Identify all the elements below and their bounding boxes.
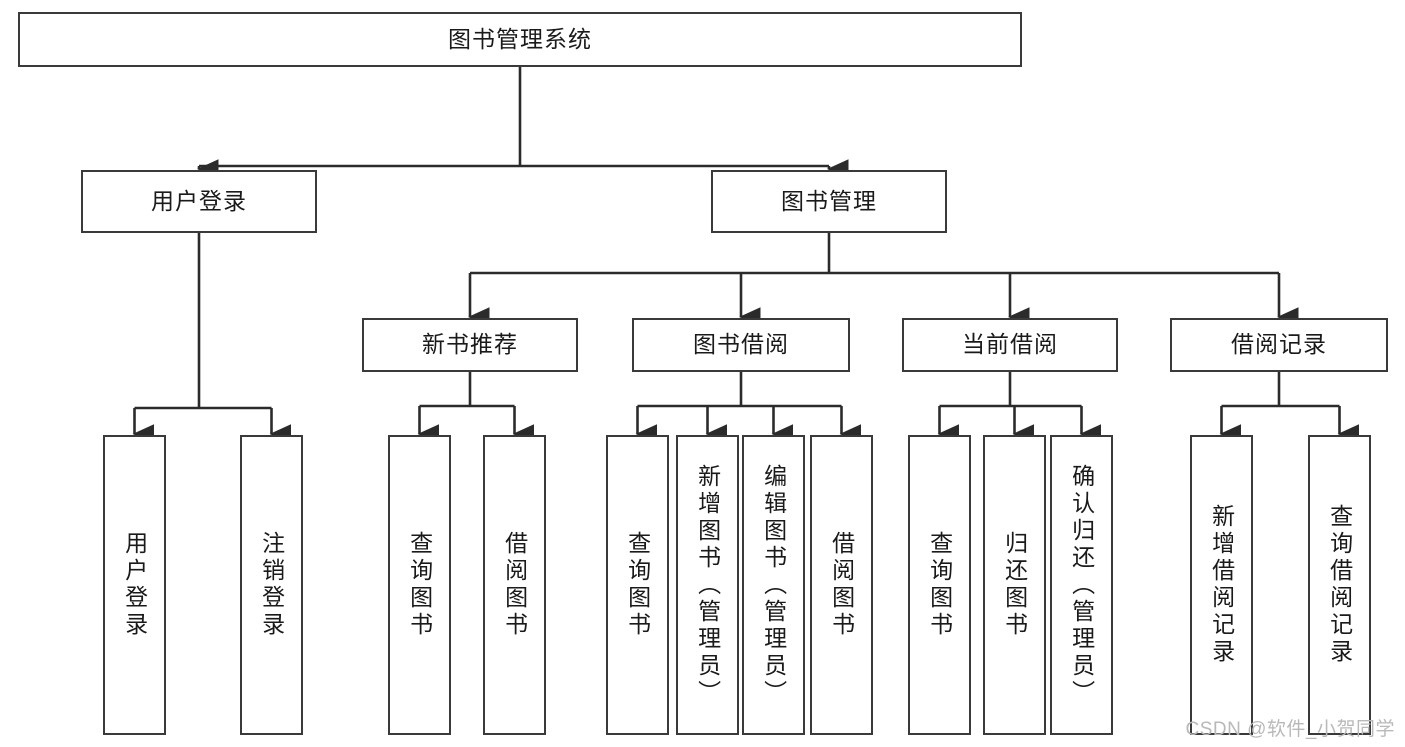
node-leaf-query-record[interactable]: 查询借阅记录	[1308, 435, 1371, 735]
node-leaf-logout[interactable]: 注销登录	[240, 435, 303, 735]
node-leaf-borrow-book-rec[interactable]: 借阅图书	[483, 435, 546, 735]
node-leaf-query-book-borrow[interactable]: 查询图书	[606, 435, 669, 735]
node-leaf-query-book-current[interactable]: 查询图书	[908, 435, 971, 735]
node-leaf-query-book-rec[interactable]: 查询图书	[388, 435, 451, 735]
node-label: 查询图书	[624, 531, 651, 639]
node-user-login[interactable]: 用户登录	[81, 170, 317, 233]
node-leaf-add-book[interactable]: 新增图书（管理员）	[676, 435, 739, 735]
node-label: 新书推荐	[422, 331, 518, 358]
node-leaf-user-login[interactable]: 用户登录	[103, 435, 166, 735]
node-current-borrow[interactable]: 当前借阅	[902, 318, 1118, 372]
node-book-borrow[interactable]: 图书借阅	[632, 318, 850, 372]
node-label: 图书借阅	[693, 331, 789, 358]
node-label: 借阅图书	[828, 531, 855, 639]
node-leaf-add-record[interactable]: 新增借阅记录	[1190, 435, 1253, 735]
node-book-manage[interactable]: 图书管理	[711, 170, 947, 233]
node-label: 确认归还（管理员）	[1068, 463, 1095, 707]
node-label: 编辑图书（管理员）	[760, 463, 787, 707]
node-label: 查询借阅记录	[1326, 504, 1353, 666]
node-leaf-edit-book[interactable]: 编辑图书（管理员）	[742, 435, 805, 735]
node-label: 查询图书	[926, 531, 953, 639]
node-label: 新增借阅记录	[1208, 504, 1235, 666]
node-label: 借阅记录	[1231, 331, 1327, 358]
node-leaf-return-book[interactable]: 归还图书	[983, 435, 1046, 735]
node-label: 新增图书（管理员）	[694, 463, 721, 707]
node-leaf-confirm-return[interactable]: 确认归还（管理员）	[1050, 435, 1113, 735]
node-borrow-record[interactable]: 借阅记录	[1170, 318, 1388, 372]
node-label: 借阅图书	[501, 531, 528, 639]
node-label: 归还图书	[1001, 531, 1028, 639]
node-label: 注销登录	[258, 531, 285, 639]
node-label: 图书管理系统	[448, 25, 592, 52]
node-label: 用户登录	[121, 531, 148, 639]
node-label: 用户登录	[151, 187, 247, 214]
node-label: 查询图书	[406, 531, 433, 639]
node-label: 当前借阅	[962, 331, 1058, 358]
node-root[interactable]: 图书管理系统	[18, 12, 1022, 67]
node-label: 图书管理	[781, 187, 877, 214]
node-new-book-rec[interactable]: 新书推荐	[362, 318, 578, 372]
node-leaf-borrow-book[interactable]: 借阅图书	[810, 435, 873, 735]
